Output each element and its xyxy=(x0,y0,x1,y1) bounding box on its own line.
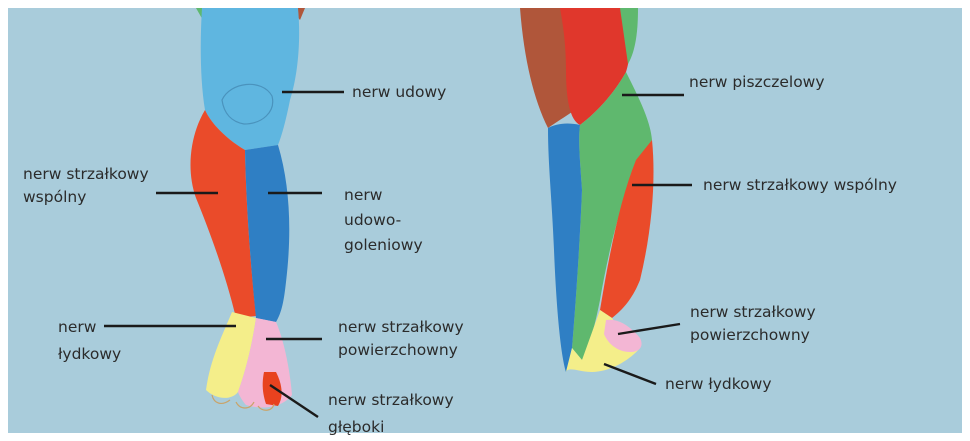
label-line: głęboki xyxy=(328,414,454,441)
label-front-deep-peroneal: nerw strzałkowy głęboki xyxy=(328,387,454,441)
label-back-common-peroneal: nerw strzałkowy wspólny xyxy=(703,174,897,197)
label-front-femoral: nerw udowy xyxy=(352,81,446,104)
label-line: udowo- xyxy=(344,208,423,233)
label-back-superficial-peroneal: nerw strzałkowy powierzchowny xyxy=(690,301,816,347)
label-front-saphenous: nerw udowo- goleniowy xyxy=(344,183,423,258)
label-line: łydkowy xyxy=(58,341,121,368)
label-front-superficial-peroneal: nerw strzałkowy powierzchowny xyxy=(338,316,464,362)
label-line: powierzchowny xyxy=(690,324,816,347)
label-line: nerw xyxy=(344,183,423,208)
label-line: nerw strzałkowy xyxy=(23,163,149,186)
label-line: wspólny xyxy=(23,186,149,209)
label-line: powierzchowny xyxy=(338,339,464,362)
label-line: goleniowy xyxy=(344,233,423,258)
label-line: nerw strzałkowy xyxy=(328,387,454,414)
label-line: nerw strzałkowy xyxy=(690,301,816,324)
label-line: nerw strzałkowy xyxy=(338,316,464,339)
label-back-tibial: nerw piszczelowy xyxy=(689,71,825,94)
label-front-sural: nerw łydkowy xyxy=(58,314,121,368)
label-back-sural: nerw łydkowy xyxy=(665,373,772,396)
label-front-common-peroneal: nerw strzałkowy wspólny xyxy=(23,163,149,209)
label-line: nerw xyxy=(58,314,121,341)
